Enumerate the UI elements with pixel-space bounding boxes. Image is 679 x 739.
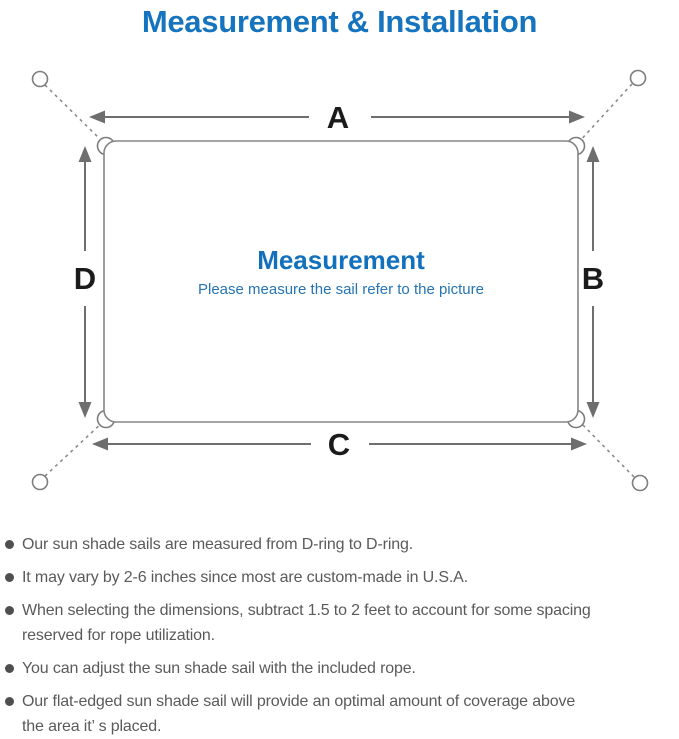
- bullet-icon: [5, 664, 14, 673]
- bullet-icon: [5, 573, 14, 582]
- anchor-ring-bottom-right-icon: [631, 474, 649, 492]
- dimension-arrow-a: [89, 110, 585, 124]
- anchor-ring-top-left-icon: [31, 70, 49, 88]
- note-line: When selecting the dimensions, subtract …: [22, 602, 591, 619]
- arrow-b-up-head-icon: [586, 146, 600, 162]
- guy-line-bottom-right: [578, 420, 635, 478]
- arrow-c-right-head-icon: [571, 437, 587, 451]
- arrow-b-down-head-icon: [586, 402, 600, 418]
- note-text: You can adjust the sun shade sail with t…: [22, 656, 416, 681]
- sail-measurement-diagram: A C D B Measurement Please measure the s…: [31, 69, 649, 492]
- center-subtitle: Please measure the sail refer to the pic…: [198, 281, 484, 298]
- anchor-rings: [31, 69, 649, 492]
- list-item: You can adjust the sun shade sail with t…: [5, 656, 675, 681]
- dimension-arrow-b: [586, 146, 600, 418]
- note-line: Our flat-edged sun shade sail will provi…: [22, 693, 576, 710]
- dim-label-c: C: [328, 427, 350, 462]
- arrow-d-up-head-icon: [78, 146, 92, 162]
- note-text: It may vary by 2-6 inches since most are…: [22, 565, 468, 590]
- note-text: Our sun shade sails are measured from D-…: [22, 532, 413, 557]
- guy-lines: [44, 83, 635, 478]
- bullet-icon: [5, 697, 14, 706]
- arrow-a-right-head-icon: [569, 110, 585, 124]
- note-text: When selecting the dimensions, subtract …: [22, 598, 591, 648]
- list-item: Our sun shade sails are measured from D-…: [5, 532, 675, 557]
- dim-label-b: B: [582, 261, 604, 296]
- list-item: It may vary by 2-6 inches since most are…: [5, 565, 675, 590]
- notes-list: Our sun shade sails are measured from D-…: [5, 532, 675, 739]
- note-line: You can adjust the sun shade sail with t…: [22, 660, 416, 677]
- dim-label-d: D: [74, 261, 96, 296]
- note-line: Our sun shade sails are measured from D-…: [22, 536, 414, 553]
- note-line: the area it’ s placed.: [22, 718, 162, 735]
- list-item: When selecting the dimensions, subtract …: [5, 598, 675, 648]
- note-line: It may vary by 2-6 inches since most are…: [22, 569, 468, 586]
- arrow-d-down-head-icon: [78, 402, 92, 418]
- dimension-arrow-c: [92, 437, 587, 451]
- anchor-ring-top-right-icon: [629, 69, 647, 87]
- sail-outline: [103, 140, 579, 423]
- anchor-ring-bottom-left-icon: [31, 473, 49, 491]
- guy-line-top-right: [577, 83, 633, 144]
- arrow-c-left-head-icon: [92, 437, 108, 451]
- dimension-arrow-d: [78, 146, 92, 418]
- guy-line-top-left: [44, 84, 105, 144]
- arrow-a-left-head-icon: [89, 110, 105, 124]
- guy-line-bottom-left: [44, 420, 105, 477]
- center-heading: Measurement: [257, 245, 425, 275]
- page-title: Measurement & Installation: [141, 4, 538, 39]
- note-text: Our flat-edged sun shade sail will provi…: [22, 689, 575, 739]
- bullet-icon: [5, 540, 14, 549]
- dim-label-a: A: [327, 100, 349, 135]
- bullet-icon: [5, 606, 14, 615]
- list-item: Our flat-edged sun shade sail will provi…: [5, 689, 675, 739]
- note-line: reserved for rope utilization.: [22, 627, 215, 644]
